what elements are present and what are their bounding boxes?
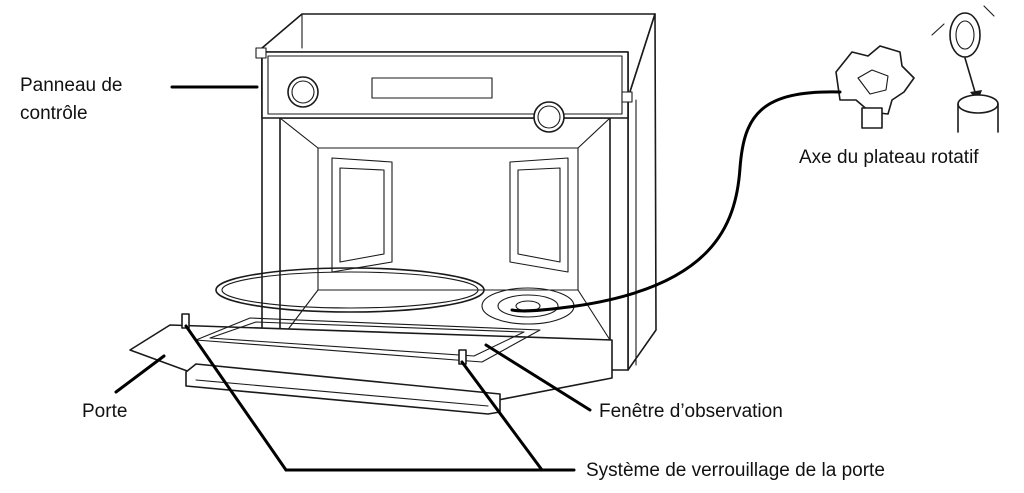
door-latch-left: [181, 313, 190, 329]
label-viewing-window: Fenêtre d’observation: [599, 401, 783, 422]
leader-turntable-axis: [510, 90, 842, 313]
turntable-ring: [215, 267, 485, 313]
label-door: Porte: [82, 401, 128, 422]
control-panel-strip: [261, 51, 629, 119]
label-door-lock-system: Système de verrouillage de la porte: [586, 460, 885, 481]
turntable-axis-inset: [835, 5, 999, 133]
cavity-right-panel: [509, 157, 569, 273]
turntable-axis-icon: [835, 45, 915, 115]
label-turntable-axis: Axe du plateau rotatif: [799, 147, 979, 168]
viewing-window: [195, 317, 541, 363]
leader-door: [114, 354, 166, 394]
leader-door-lock: [184, 324, 576, 472]
right-knob: [533, 101, 565, 133]
display-window: [371, 77, 493, 99]
control-panel: [255, 47, 633, 133]
door-assembly: [129, 313, 613, 415]
left-knob: [287, 76, 319, 108]
leader-lines: [114, 85, 842, 472]
coupler-shaft-icon: [931, 5, 999, 133]
turntable-area: [215, 267, 575, 325]
leader-viewing-window: [484, 343, 592, 412]
label-control-panel-line2: contrôle: [20, 103, 88, 124]
cavity-left-panel: [331, 157, 393, 273]
label-control-panel-line1: Panneau de: [20, 75, 123, 96]
